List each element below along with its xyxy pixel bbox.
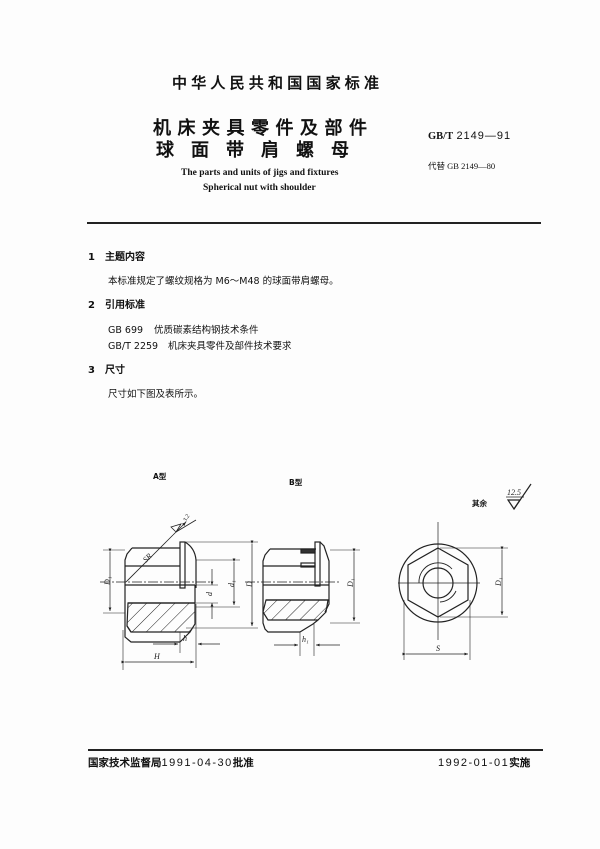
dim-h-label: h <box>183 634 187 643</box>
effective-date: 1992-01-01 <box>438 757 510 769</box>
section-title: 主题内容 <box>105 252 145 263</box>
type-a-label: A型 <box>153 472 167 481</box>
standard-code: 2149—91 <box>456 130 512 142</box>
approval-org: 国家技术监督局 <box>88 757 162 769</box>
section-2-heading: 2 引用标准 <box>88 296 145 311</box>
end-view-drawing <box>398 483 532 660</box>
english-title-line1: The parts and units of jigs and fixtures <box>181 168 339 178</box>
type-b-label: B型 <box>289 478 303 487</box>
dim-H-label: H <box>153 652 161 661</box>
reference-item: GB 699 优质碳素结构钢技术条件 <box>108 322 259 336</box>
dim-D-label: D <box>245 581 254 588</box>
reference-item: GB/T 2259 机床夹具零件及部件技术要求 <box>108 338 292 352</box>
header-divider <box>87 222 541 224</box>
reference-title: 优质碳素结构钢技术条件 <box>154 325 259 336</box>
dim-D1-label-a: D₁ <box>103 576 112 586</box>
reference-code: GB 699 <box>108 325 144 336</box>
section-title: 引用标准 <box>105 300 145 311</box>
section-number: 2 <box>88 300 95 311</box>
dim-d1-label: d₁ <box>227 580 236 587</box>
standard-prefix: GB/T <box>428 131 454 142</box>
section-1-heading: 1 主题内容 <box>88 248 145 263</box>
section-title: 尺寸 <box>105 365 125 376</box>
dim-sr-label: SR <box>141 552 154 565</box>
effective-suffix: 实施 <box>509 757 531 769</box>
approval-line: 国家技术监督局1991-04-30批准 <box>88 755 254 770</box>
type-a-nut-drawing <box>100 519 258 670</box>
document-title-line1: 机床夹具零件及部件 <box>153 118 374 139</box>
dim-h1-label: h₁ <box>302 635 309 644</box>
footer-divider <box>88 749 543 751</box>
dim-D1-label-b: D₁ <box>346 578 355 588</box>
type-b-nut-drawing <box>245 541 360 656</box>
approval-suffix: 批准 <box>232 757 254 769</box>
dim-D1-label-end: D₁ <box>494 577 503 587</box>
reference-title: 机床夹具零件及部件技术要求 <box>168 341 292 352</box>
dim-d-label: d <box>205 591 214 596</box>
section-3-heading: 3 尺寸 <box>88 361 125 376</box>
replaces-standard: 代替 GB 2149—80 <box>428 160 495 172</box>
roughness-note: 其余 <box>472 499 487 508</box>
replaces-label: 代替 <box>428 162 446 172</box>
reference-code: GB/T 2259 <box>108 341 159 352</box>
document-title-line2: 球面带肩螺母 <box>156 140 366 161</box>
standard-number: GB/T 2149—91 <box>428 130 511 142</box>
national-standard-heading: 中华人民共和国国家标准 <box>172 74 384 92</box>
section-number: 1 <box>88 252 95 263</box>
section-1-text: 本标准规定了螺纹规格为 M6～M48 的球面带肩螺母。 <box>108 276 339 287</box>
approval-date: 1991-04-30 <box>161 757 233 769</box>
section-3-text: 尺寸如下图及表所示。 <box>108 389 204 400</box>
english-title-line2: Spherical nut with shoulder <box>203 183 316 193</box>
section-number: 3 <box>88 365 95 376</box>
dim-S-label: S <box>436 644 440 653</box>
sphere-roughness-value: 3.2 <box>182 514 191 524</box>
replaces-code: GB 2149—80 <box>447 161 496 171</box>
effective-line: 1992-01-01实施 <box>438 755 530 770</box>
roughness-value: 12.5 <box>507 488 521 497</box>
